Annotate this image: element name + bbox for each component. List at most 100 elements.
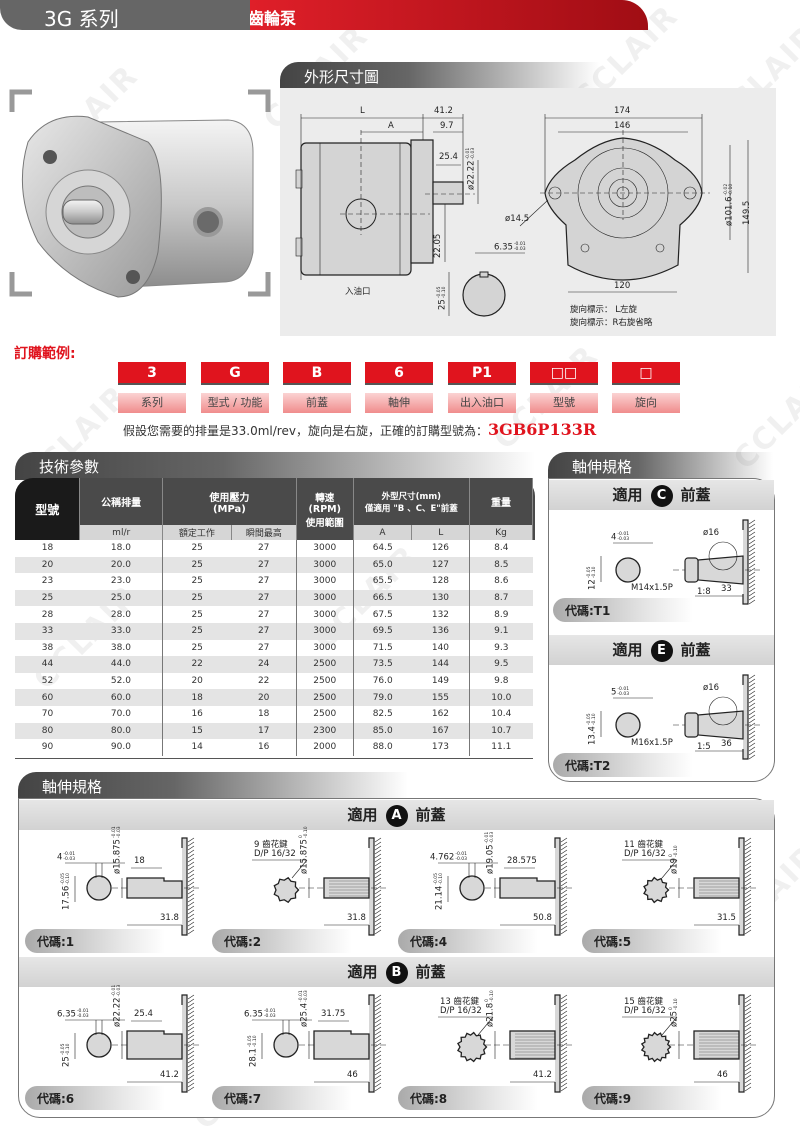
table-cell: 8.7 — [469, 589, 533, 607]
order-code-label: 軸伸 — [365, 393, 433, 413]
table-cell: 25 — [191, 576, 203, 587]
dim-key-height: 17.56-0.05-0.10 — [61, 873, 72, 910]
table-cell: 90.0 — [79, 739, 163, 756]
order-code-box: P1 — [448, 362, 516, 385]
dim-key-width: 5-0.01-0.03 — [611, 687, 630, 698]
front-cover-label: 前蓋 — [415, 806, 446, 824]
table-cell: 10.0 — [469, 689, 533, 706]
table-cell: 130 — [411, 589, 471, 607]
table-cell: 2300 — [296, 722, 354, 740]
tolerance: 0-0.10 — [669, 998, 679, 1010]
table-cell: 70.0 — [79, 705, 163, 723]
table-cell: 2500 — [296, 689, 354, 706]
dim-step-length: 25.4 — [134, 1009, 153, 1019]
dim-diameter: ø16 — [703, 528, 720, 538]
table-cell: 8.6 — [494, 576, 509, 587]
keyed-shaft — [126, 877, 183, 899]
front-cover-label: 前蓋 — [680, 641, 711, 659]
table-cell: 20 — [191, 676, 203, 687]
shaft-code-label: 代碼:6 — [25, 1086, 165, 1110]
table-cell: 10.4 — [491, 709, 512, 720]
spline-shaft — [693, 1030, 740, 1060]
spline-gear-icon — [457, 1031, 488, 1063]
table-cell: 18.0 — [79, 540, 163, 557]
dim-key-height: 21.14-0.05-0.10 — [434, 873, 445, 910]
dim-key-width: 6.35-0.01-0.03 — [494, 242, 526, 253]
dim-step-length: 18 — [134, 856, 145, 866]
order-example-title: 訂購範例: — [14, 346, 76, 362]
dim-120: 120 — [614, 281, 631, 291]
cover-letter-badge: C — [650, 485, 673, 507]
tolerance: 0-0.10 — [669, 845, 679, 857]
table-cell: 25 — [191, 642, 203, 653]
dim-length: 31.5 — [717, 913, 736, 923]
table-cell: 80.0 — [79, 722, 163, 740]
header-weight: 重量 — [469, 478, 533, 525]
table-cell: 173 — [411, 739, 471, 756]
shaft-section — [459, 875, 485, 901]
dim-length: 36 — [721, 739, 732, 749]
subheader-rated: 額定工作 — [162, 525, 232, 540]
applies-label: 適用 — [347, 806, 378, 824]
table-cell: 16 — [231, 739, 297, 756]
table-cell: 3000 — [296, 639, 354, 657]
dim-146: 146 — [614, 121, 631, 131]
tolerance: -0.01-0.03 — [112, 984, 122, 997]
table-cell: 38 — [41, 642, 54, 653]
tolerance: -0.02-0.10 — [724, 183, 734, 196]
table-cell: 8.9 — [494, 609, 509, 620]
dim-key-height: 25-0.05-0.10 — [437, 286, 448, 310]
shaft-code-label: 代碼:7 — [212, 1086, 352, 1110]
table-cell: 76.0 — [372, 676, 393, 687]
shaft-bottom-tab: 軸伸規格 — [18, 772, 408, 800]
subheader-L: L — [411, 525, 471, 540]
subheader-peak: 瞬間最高 — [231, 525, 297, 540]
table-cell: 2000 — [296, 739, 354, 756]
cover-letter-badge: B — [385, 962, 408, 984]
table-cell: 18 — [41, 543, 54, 554]
dim-key-width: 4-0.01-0.03 — [57, 852, 76, 863]
dim-shaft-diameter: ø22.22-0.01-0.03 — [466, 147, 477, 190]
shaft-drawing — [600, 674, 763, 760]
dim-thread: M16x1.5P — [631, 738, 673, 748]
dim-length: 41.2 — [160, 1070, 179, 1080]
table-cell: 3000 — [296, 606, 354, 623]
table-cell: 80 — [15, 722, 80, 740]
dim-101-6: ø101.6-0.02-0.10 — [724, 183, 735, 226]
keyed-shaft — [313, 1030, 370, 1060]
spline-gear-icon — [640, 1031, 672, 1063]
tolerance: 0-0.10 — [485, 990, 495, 1002]
tolerance: -0.01-0.03 — [466, 147, 476, 160]
table-cell: 127 — [411, 556, 471, 574]
table-cell: 126 — [411, 540, 471, 557]
table-cell: 132 — [411, 606, 471, 623]
spline-gear-icon — [273, 876, 300, 904]
table-cell: 52.0 — [79, 672, 163, 690]
shaft-bottom-title: 軸伸規格 — [42, 778, 103, 796]
dim-length: 50.8 — [533, 913, 552, 923]
shaft-section — [615, 712, 641, 738]
tolerance: -0.01-0.03 — [112, 826, 122, 839]
series-title: 3G 系列 — [44, 7, 119, 31]
shaft-code-label: 代碼:2 — [212, 929, 352, 953]
table-cell: 140 — [411, 639, 471, 657]
table-cell: 8.4 — [494, 543, 509, 554]
table-cell: 90 — [41, 742, 54, 753]
tolerance: -0.01-0.03 — [263, 1009, 276, 1019]
table-cell: 11.1 — [491, 742, 512, 753]
shaft-section — [615, 557, 641, 583]
table-cell: 67.5 — [372, 609, 393, 620]
order-code-label: 系列 — [118, 393, 186, 413]
table-cell: 69.5 — [353, 622, 412, 640]
